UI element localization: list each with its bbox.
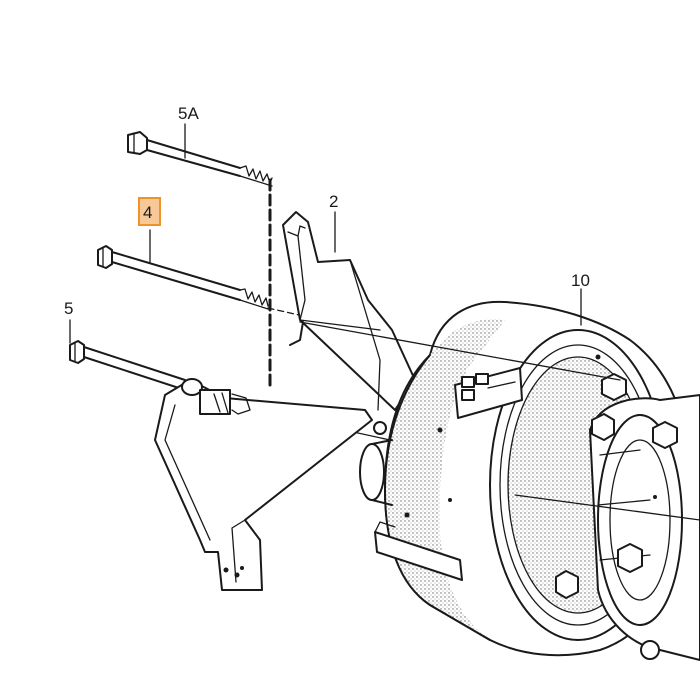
callout-5: 5	[64, 299, 73, 318]
hub	[555, 373, 700, 661]
bolt-5a	[127, 131, 273, 187]
callout-4: 4	[143, 203, 152, 222]
bolt-4	[97, 245, 269, 310]
callout-4-highlight	[138, 197, 161, 226]
axle-axis-upper	[299, 321, 621, 381]
bolt-5	[69, 340, 186, 391]
lower-bracket	[154, 378, 373, 591]
bracket-2	[282, 211, 416, 411]
callout-2: 2	[329, 192, 338, 211]
axle-axis-lower	[514, 494, 700, 521]
callout-10: 10	[571, 271, 590, 290]
callout-5a: 5A	[178, 104, 199, 123]
